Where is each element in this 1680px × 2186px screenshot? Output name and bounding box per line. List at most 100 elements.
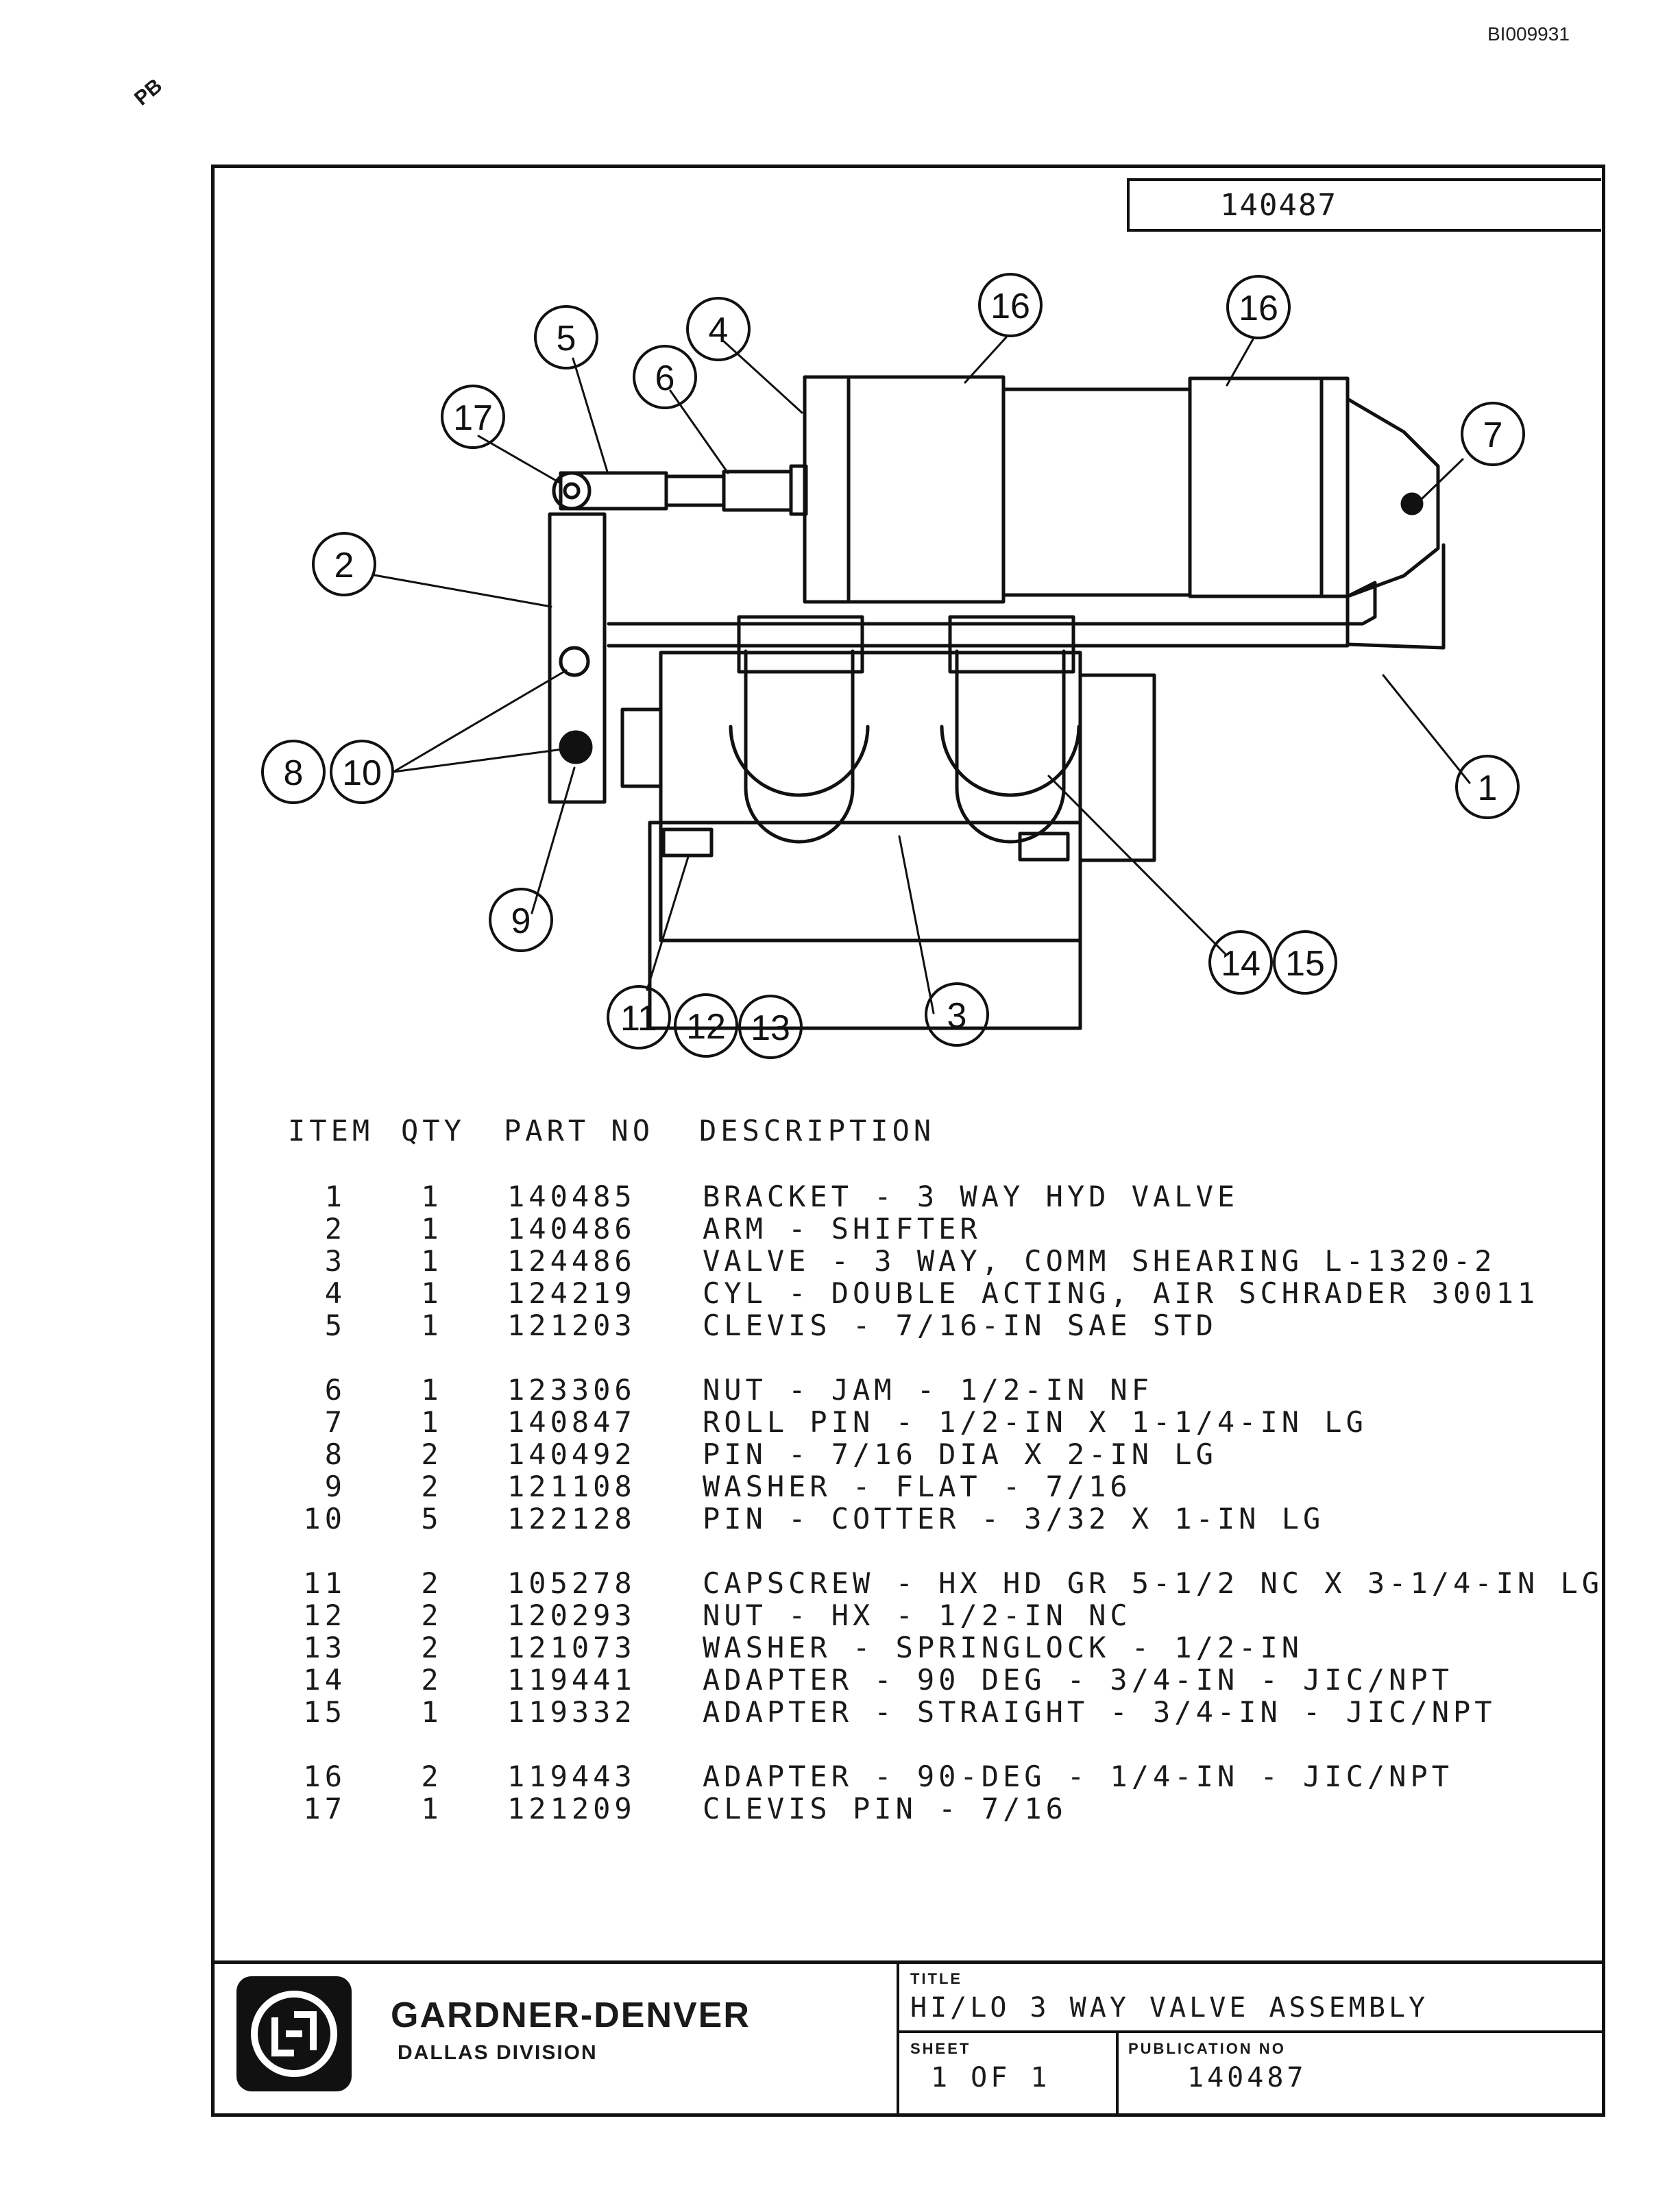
parts-row: 4 1 124219 CYL - DOUBLE ACTING, AIR SCHR…	[281, 1276, 1583, 1310]
item-number: 8	[324, 1437, 346, 1471]
part-number: 140492	[507, 1437, 636, 1471]
item-number: 4	[324, 1276, 346, 1310]
part-description: ADAPTER - STRAIGHT - 3/4-IN - JIC/NPT	[703, 1695, 1496, 1729]
balloon-label: 6	[655, 359, 675, 398]
part-number: 105278	[507, 1566, 636, 1600]
quantity: 1	[421, 1244, 443, 1278]
column-header-qty: QTY	[401, 1114, 465, 1147]
cylinder-rod	[552, 464, 808, 516]
part-number: 121203	[507, 1309, 636, 1342]
sheet-number: 1 OF 1	[931, 2062, 1051, 2093]
parts-row: 14 2 119441 ADAPTER - 90 DEG - 3/4-IN - …	[281, 1663, 1583, 1697]
quantity: 2	[421, 1470, 443, 1503]
part-number: 121073	[507, 1631, 636, 1664]
parts-row: 2 1 140486 ARM - SHIFTER	[281, 1212, 1583, 1246]
title-label: TITLE	[910, 1970, 963, 1987]
item-number: 3	[324, 1244, 346, 1278]
part-description: ROLL PIN - 1/2-IN X 1-1/4-IN LG	[703, 1405, 1367, 1439]
cylinder-body	[803, 375, 1440, 604]
quantity: 2	[421, 1760, 443, 1793]
drawing-frame	[211, 165, 1605, 2117]
part-number: 140486	[507, 1212, 636, 1246]
quantity: 5	[421, 1502, 443, 1535]
balloon-label: 15	[1285, 944, 1325, 984]
title-block-grid: TITLE HI/LO 3 WAY VALVE ASSEMBLY SHEET 1…	[897, 1960, 1605, 2117]
balloon-label: 17	[453, 398, 493, 438]
part-description: ARM - SHIFTER	[703, 1212, 982, 1246]
column-header-part-no: PART NO	[504, 1114, 655, 1147]
balloon-labels: 17 5 6 4 16 16 7 2 8 10 9 1 14 15 11 12 …	[284, 287, 1503, 1048]
parts-row: 6 1 123306 NUT - JAM - 1/2-IN NF	[281, 1373, 1583, 1407]
item-number: 2	[324, 1212, 346, 1246]
parts-row: 16 2 119443 ADAPTER - 90-DEG - 1/4-IN - …	[281, 1760, 1583, 1793]
part-description: PIN - COTTER - 3/32 X 1-IN LG	[703, 1502, 1325, 1535]
parts-row: 5 1 121203 CLEVIS - 7/16-IN SAE STD	[281, 1309, 1583, 1342]
parts-row: 10 5 122128 PIN - COTTER - 3/32 X 1-IN L…	[281, 1502, 1583, 1535]
part-description: ADAPTER - 90-DEG - 1/4-IN - JIC/NPT	[703, 1760, 1454, 1793]
balloon-label: 16	[1239, 289, 1278, 328]
quantity: 2	[421, 1566, 443, 1600]
balloon-label: 12	[686, 1007, 726, 1047]
part-number: 119441	[507, 1663, 636, 1697]
part-description: CAPSCREW - HX HD GR 5-1/2 NC X 3-1/4-IN …	[703, 1566, 1604, 1600]
part-number: 119443	[507, 1760, 636, 1793]
balloon-label: 13	[751, 1008, 790, 1048]
quantity: 1	[421, 1405, 443, 1439]
part-description: ADAPTER - 90 DEG - 3/4-IN - JIC/NPT	[703, 1663, 1454, 1697]
parts-row: 7 1 140847 ROLL PIN - 1/2-IN X 1-1/4-IN …	[281, 1405, 1583, 1439]
part-number: 123306	[507, 1373, 636, 1407]
part-description: NUT - HX - 1/2-IN NC	[703, 1599, 1132, 1632]
part-description: PIN - 7/16 DIA X 2-IN LG	[703, 1437, 1217, 1471]
balloon-label: 5	[557, 319, 576, 359]
quantity: 1	[421, 1373, 443, 1407]
item-number: 10	[303, 1502, 346, 1535]
balloon-label: 8	[284, 753, 304, 793]
quantity: 2	[421, 1663, 443, 1697]
division-name: DALLAS DIVISION	[398, 2041, 598, 2064]
publication-label: PUBLICATION NO	[1128, 2040, 1286, 2057]
part-number: 124219	[507, 1276, 636, 1310]
part-description: NUT - JAM - 1/2-IN NF	[703, 1373, 1154, 1407]
item-number: 14	[303, 1663, 346, 1697]
balloon-label: 9	[511, 901, 531, 941]
part-description: VALVE - 3 WAY, COMM SHEARING L-1320-2	[703, 1244, 1496, 1278]
part-description: WASHER - SPRINGLOCK - 1/2-IN	[703, 1631, 1304, 1664]
quantity: 1	[421, 1212, 443, 1246]
item-number: 9	[324, 1470, 346, 1503]
column-header-item: ITEM	[288, 1114, 374, 1147]
parts-row: 3 1 124486 VALVE - 3 WAY, COMM SHEARING …	[281, 1244, 1583, 1278]
balloon-label: 3	[947, 996, 967, 1036]
item-number: 15	[303, 1695, 346, 1729]
valve-body	[620, 615, 1156, 1030]
item-number: 17	[303, 1792, 346, 1825]
corner-mark: PB	[130, 74, 167, 110]
item-number: 11	[303, 1566, 346, 1600]
parts-row: 1 1 140485 BRACKET - 3 WAY HYD VALVE	[281, 1180, 1583, 1213]
balloon-label: 16	[990, 287, 1030, 326]
sheet-label: SHEET	[910, 2040, 971, 2057]
balloon-label: 14	[1221, 944, 1261, 984]
quantity: 2	[421, 1599, 443, 1632]
parts-row: 9 2 121108 WASHER - FLAT - 7/16	[281, 1470, 1583, 1503]
balloon-label: 10	[342, 753, 382, 793]
item-number: 6	[324, 1373, 346, 1407]
part-number: 119332	[507, 1695, 636, 1729]
quantity: 1	[421, 1276, 443, 1310]
bates-number: BI009931	[1487, 23, 1570, 45]
item-number: 16	[303, 1760, 346, 1793]
column-header-description: DESCRIPTION	[699, 1114, 936, 1147]
quantity: 1	[421, 1792, 443, 1825]
quantity: 2	[421, 1437, 443, 1471]
parts-row: 17 1 121209 CLEVIS PIN - 7/16	[281, 1792, 1583, 1825]
item-number: 7	[324, 1405, 346, 1439]
part-number: 140847	[507, 1405, 636, 1439]
bracket	[607, 543, 1446, 650]
balloon-label: 4	[709, 311, 729, 350]
part-description: CLEVIS PIN - 7/16	[703, 1792, 1067, 1825]
balloon-label: 7	[1483, 415, 1503, 455]
drawing-title: HI/LO 3 WAY VALVE ASSEMBLY	[910, 1992, 1429, 2024]
part-number: 121108	[507, 1470, 636, 1503]
balloon-label: 2	[334, 546, 354, 585]
gardner-denver-logo-icon	[236, 1976, 352, 2091]
part-description: CYL - DOUBLE ACTING, AIR SCHRADER 30011	[703, 1276, 1539, 1310]
